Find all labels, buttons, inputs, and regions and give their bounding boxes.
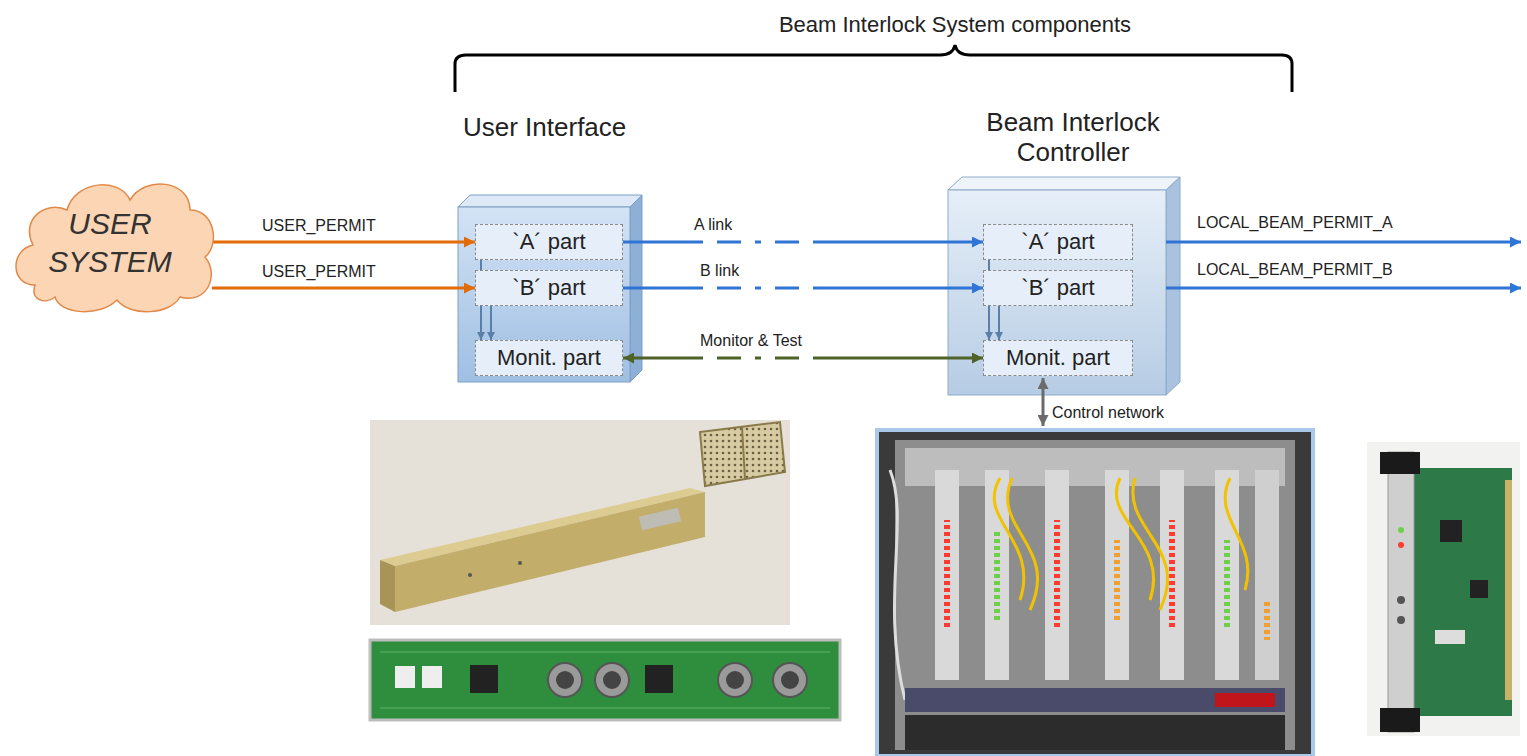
system-label: USER SYSTEM (35, 205, 185, 280)
part-label: `B´ part (512, 275, 585, 301)
permit-arrow (1166, 287, 1521, 290)
cloud-shape (16, 184, 213, 312)
edge-label: A link (694, 216, 732, 234)
bracket (455, 45, 1292, 92)
signal-label: Control network (1052, 404, 1164, 422)
box-side-face (1166, 177, 1180, 395)
box-front-face (458, 207, 630, 382)
box-heading: Beam Interlock Controller (958, 108, 1188, 168)
connector-arrow (623, 241, 983, 244)
edge-label: USER_PERMIT (262, 217, 376, 235)
edge-label: USER_PERMIT (262, 263, 376, 281)
edge-label: B link (700, 262, 739, 280)
box-heading: User Interface (463, 112, 626, 143)
connector-arrow (212, 287, 475, 290)
part-box: `B´ part (983, 270, 1133, 306)
part-label: Monit. part (497, 345, 601, 371)
part-box: `B´ part (475, 270, 623, 306)
part-label: Monit. part (1006, 345, 1110, 371)
crate-photo (877, 430, 1313, 756)
part-label: `B´ part (1021, 275, 1094, 301)
box-top-face (458, 195, 642, 207)
diagram-title: Beam Interlock System components (655, 12, 1255, 38)
monitor-box: Monit. part (983, 340, 1133, 376)
signal-label: LOCAL_BEAM_PERMIT_A (1197, 214, 1393, 232)
chassis-photo (370, 420, 790, 625)
part-box: `A´ part (983, 224, 1133, 260)
connector-arrow (623, 287, 983, 290)
box-top-face (948, 177, 1180, 190)
signal-label: LOCAL_BEAM_PERMIT_B (1197, 261, 1393, 279)
controller-box: Beam Interlock Controller`A´ part`B´ par… (948, 190, 1166, 395)
connector-arrow (490, 306, 492, 340)
cloud-node: USER SYSTEM (5, 165, 220, 315)
network-arrow (1042, 378, 1045, 426)
part-box: `A´ part (475, 224, 623, 260)
connector-arrow (998, 306, 1000, 340)
pcb-photo (370, 640, 840, 720)
box-front-face (948, 190, 1166, 395)
permit-arrow (1166, 241, 1521, 244)
card-photo (1367, 442, 1520, 736)
monitor-box: Monit. part (475, 340, 623, 376)
part-label: `A´ part (512, 229, 585, 255)
connector-arrow (212, 241, 475, 244)
edge-label: Monitor & Test (700, 332, 802, 350)
part-label: `A´ part (1021, 229, 1094, 255)
connector-arrow (623, 357, 983, 360)
user-interface-box: User Interface`A´ part`B´ partMonit. par… (458, 207, 630, 382)
